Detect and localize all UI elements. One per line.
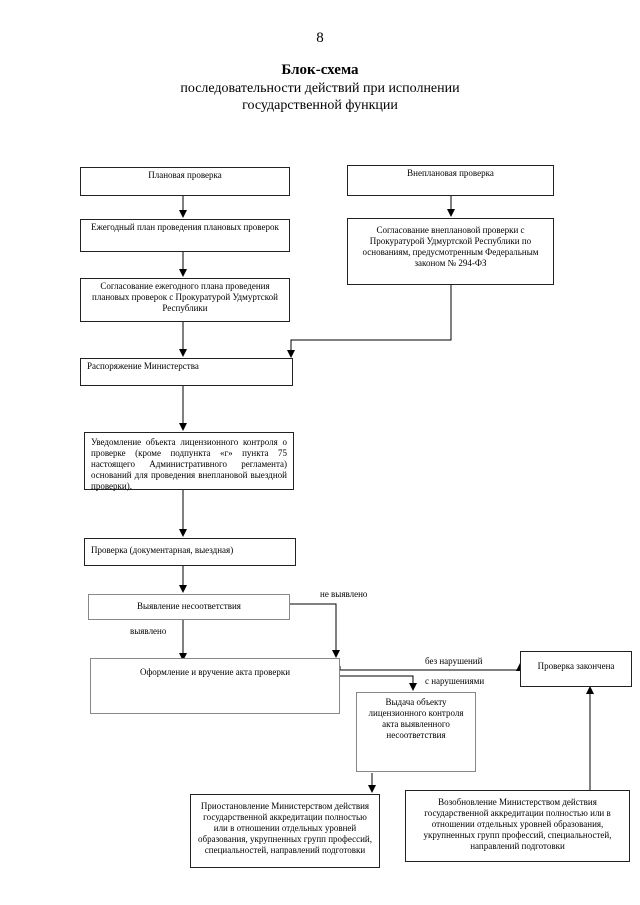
node-inspection: Проверка (документарная, выездная) <box>84 538 296 566</box>
node-act: Оформление и вручение акта проверки <box>90 658 340 714</box>
arrow-unplanned-approve-to-order <box>287 285 452 358</box>
edge-label-with-violations: с нарушениями <box>425 676 485 686</box>
node-inspection-finished: Проверка закончена <box>520 651 632 687</box>
edge-label-no-violations: без нарушений <box>425 656 483 666</box>
page-number: 8 <box>316 30 324 46</box>
edge-label-not-detected: не выявлено <box>320 589 368 599</box>
node-suspend-accreditation: Приостановление Министерством действия г… <box>190 794 380 868</box>
node-notify: Уведомление объекта лицензионного контро… <box>84 432 294 491</box>
page-subtitle: последовательности действий при исполнен… <box>180 81 460 113</box>
node-issue-act: Выдача объекту лицензионного контроля ак… <box>356 692 476 772</box>
node-approve-unplanned: Согласование внеплановой проверки с Прок… <box>347 218 554 285</box>
node-approve-annual-plan: Согласование ежегодного плана проведения… <box>80 278 290 322</box>
edge-label-detected: выявлено <box>130 626 167 636</box>
arrow-not-detected-to-act <box>290 603 340 658</box>
page-title: Блок-схема <box>281 62 359 78</box>
arrow-with-violations-to-issue <box>340 675 417 691</box>
node-detect-nonconformity: Выявление несоответствия <box>88 594 290 620</box>
node-ministry-order: Распоряжение Министерства <box>80 358 293 386</box>
node-resume-accreditation: Возобновление Министерством действия гос… <box>405 790 630 862</box>
node-planned-inspection: Плановая проверка <box>80 167 290 196</box>
node-annual-plan: Ежегодный план проведения плановых прове… <box>80 219 290 252</box>
node-unplanned-inspection: Внеплановая проверка <box>347 165 554 196</box>
